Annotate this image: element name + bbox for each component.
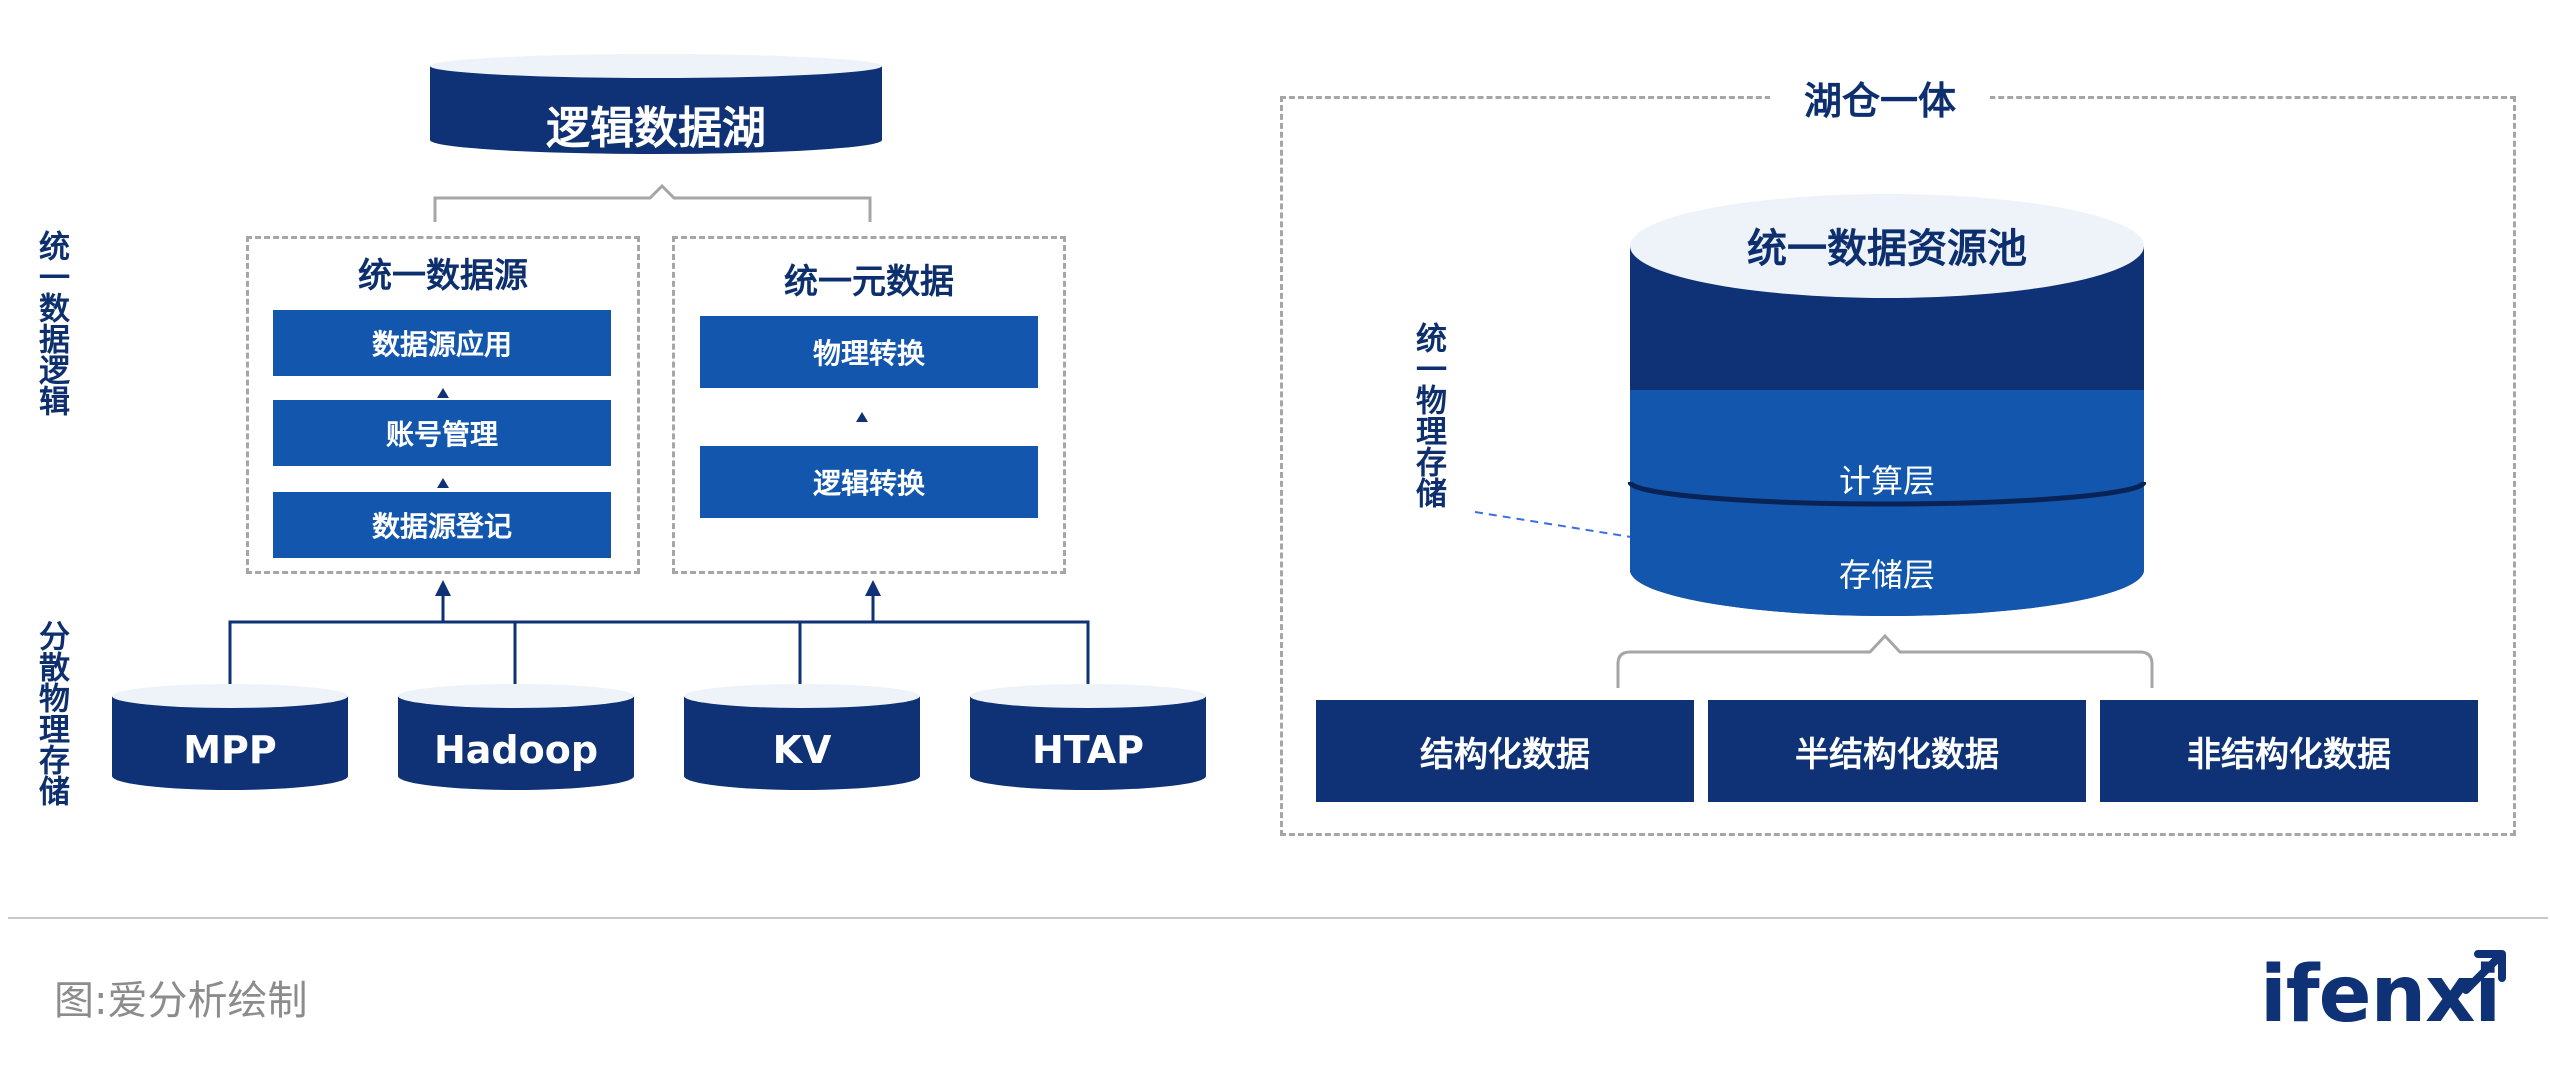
storage-layer-label: 存储层 [1838, 556, 1935, 594]
ifenxi-logo: ifenxi [2260, 950, 2501, 1040]
logical-lake-label: 逻辑数据湖 [546, 103, 766, 154]
box-data-source-app: 数据源应用 [273, 310, 611, 376]
box-physical-transform: 物理转换 [700, 316, 1038, 388]
store-cylinder-kv [684, 684, 920, 790]
side-label-distributed-storage: 分散物理存储 [33, 620, 69, 806]
store-label-hadoop: Hadoop [433, 728, 599, 772]
data-pool-cylinder [1628, 194, 2146, 616]
stores-connector [228, 620, 1090, 688]
box-logical-transform: 逻辑转换 [700, 446, 1038, 518]
box-unstructured-data: 非结构化数据 [2100, 700, 2478, 802]
group-unified-metadata [672, 236, 1066, 574]
logical-lake-cylinder [430, 54, 882, 154]
group-unified-data-source [246, 236, 640, 574]
arrow-up-small-2 [437, 478, 449, 488]
box-account-mgmt: 账号管理 [273, 400, 611, 466]
lakehouse-frame-title: 湖仓一体 [1770, 70, 1990, 125]
box-structured-data: 结构化数据 [1316, 700, 1694, 802]
arrow-up-small-1 [437, 388, 449, 398]
side-label-unified-physical-storage: 统一物理存储 [1410, 322, 1446, 508]
footer-source: 图:爱分析绘制 [54, 978, 308, 1024]
store-label-htap: HTAP [1031, 728, 1145, 772]
group2-title: 统一元数据 [784, 262, 954, 302]
pool-bracket [1616, 633, 2154, 688]
arrow-up-group2 [865, 580, 881, 596]
store-label-kv: KV [772, 728, 832, 772]
data-pool-title: 统一数据资源池 [1747, 226, 2027, 272]
group1-title: 统一数据源 [358, 256, 528, 296]
logo-arrow-icon [2462, 950, 2506, 994]
arrow-up-group1 [435, 580, 451, 596]
arrow-up-small-3 [856, 412, 868, 422]
lake-bracket [433, 183, 872, 222]
store-cylinder-htap [970, 684, 1206, 790]
store-cylinder-hadoop [398, 684, 634, 790]
box-data-source-register: 数据源登记 [273, 492, 611, 558]
store-label-mpp: MPP [183, 728, 277, 772]
compute-layer-label: 计算层 [1838, 462, 1935, 500]
store-cylinder-mpp [112, 684, 348, 790]
side-label-unified-logic: 统一数据逻辑 [33, 230, 69, 416]
box-semi-structured-data: 半结构化数据 [1708, 700, 2086, 802]
